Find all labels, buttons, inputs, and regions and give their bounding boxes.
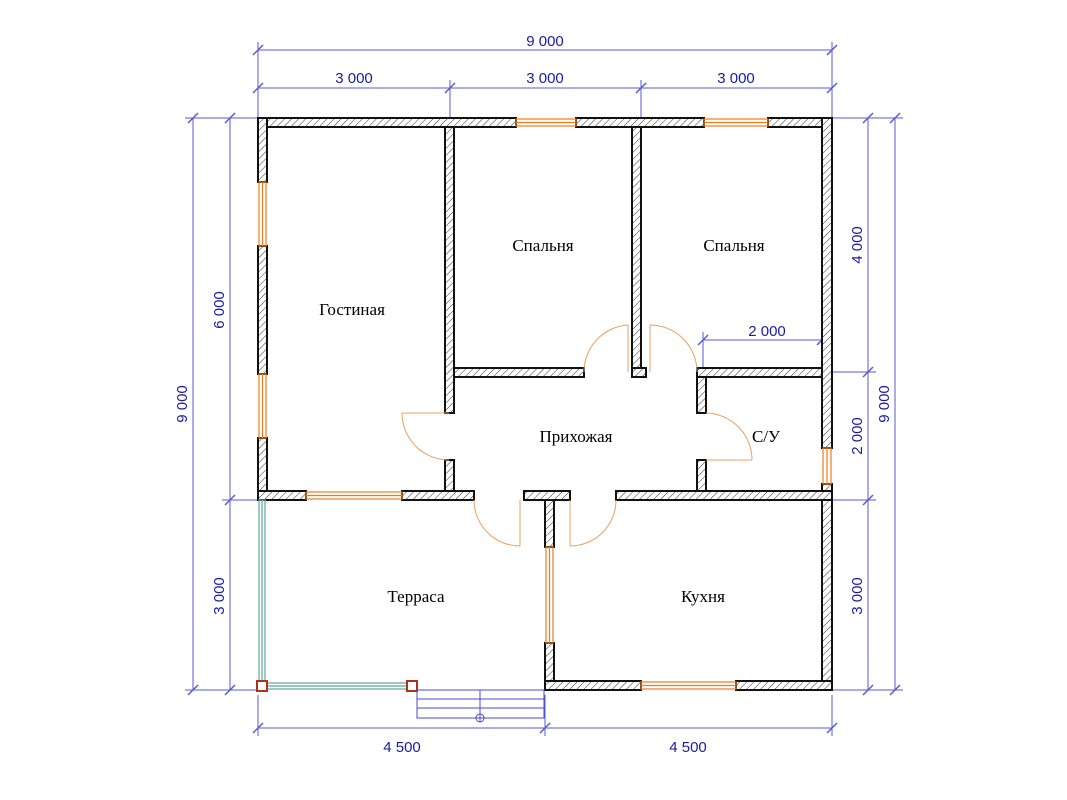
room-labels: Гостиная Спальня Спальня Прихожая С/У Те… — [319, 236, 781, 606]
room-hall: Прихожая — [540, 427, 613, 446]
dimension-lines — [185, 42, 903, 736]
dim-right-total: 9 000 — [876, 385, 893, 423]
doors — [401, 324, 753, 547]
room-bathroom: С/У — [752, 427, 781, 446]
dim-bottom-2: 4 500 — [669, 739, 707, 756]
room-bedroom-2: Спальня — [703, 236, 764, 255]
terrace-posts — [256, 680, 418, 692]
room-bedroom-1: Спальня — [512, 236, 573, 255]
room-terrace: Терраса — [387, 587, 445, 606]
dim-top-1: 3 000 — [335, 70, 373, 87]
dim-right-3: 3 000 — [849, 577, 866, 615]
windows — [258, 118, 832, 690]
dim-left-total: 9 000 — [174, 385, 191, 423]
dim-inner-wc: 2 000 — [748, 323, 786, 340]
dim-top-2: 3 000 — [526, 70, 564, 87]
dim-left-lower: 3 000 — [211, 577, 228, 615]
dimension-labels: 9 000 3 000 3 000 3 000 4 500 4 500 9 00… — [174, 33, 893, 756]
walls — [257, 117, 833, 691]
dim-right-2: 2 000 — [849, 417, 866, 455]
dimension-ticks — [187, 44, 901, 734]
dim-left-upper: 6 000 — [211, 291, 228, 329]
entrance-steps — [416, 689, 545, 723]
room-living: Гостиная — [319, 300, 385, 319]
dim-bottom-1: 4 500 — [383, 739, 421, 756]
room-kitchen: Кухня — [681, 587, 725, 606]
dim-top-3: 3 000 — [717, 70, 755, 87]
dim-top-total: 9 000 — [526, 33, 564, 50]
dim-right-1: 4 000 — [849, 226, 866, 264]
